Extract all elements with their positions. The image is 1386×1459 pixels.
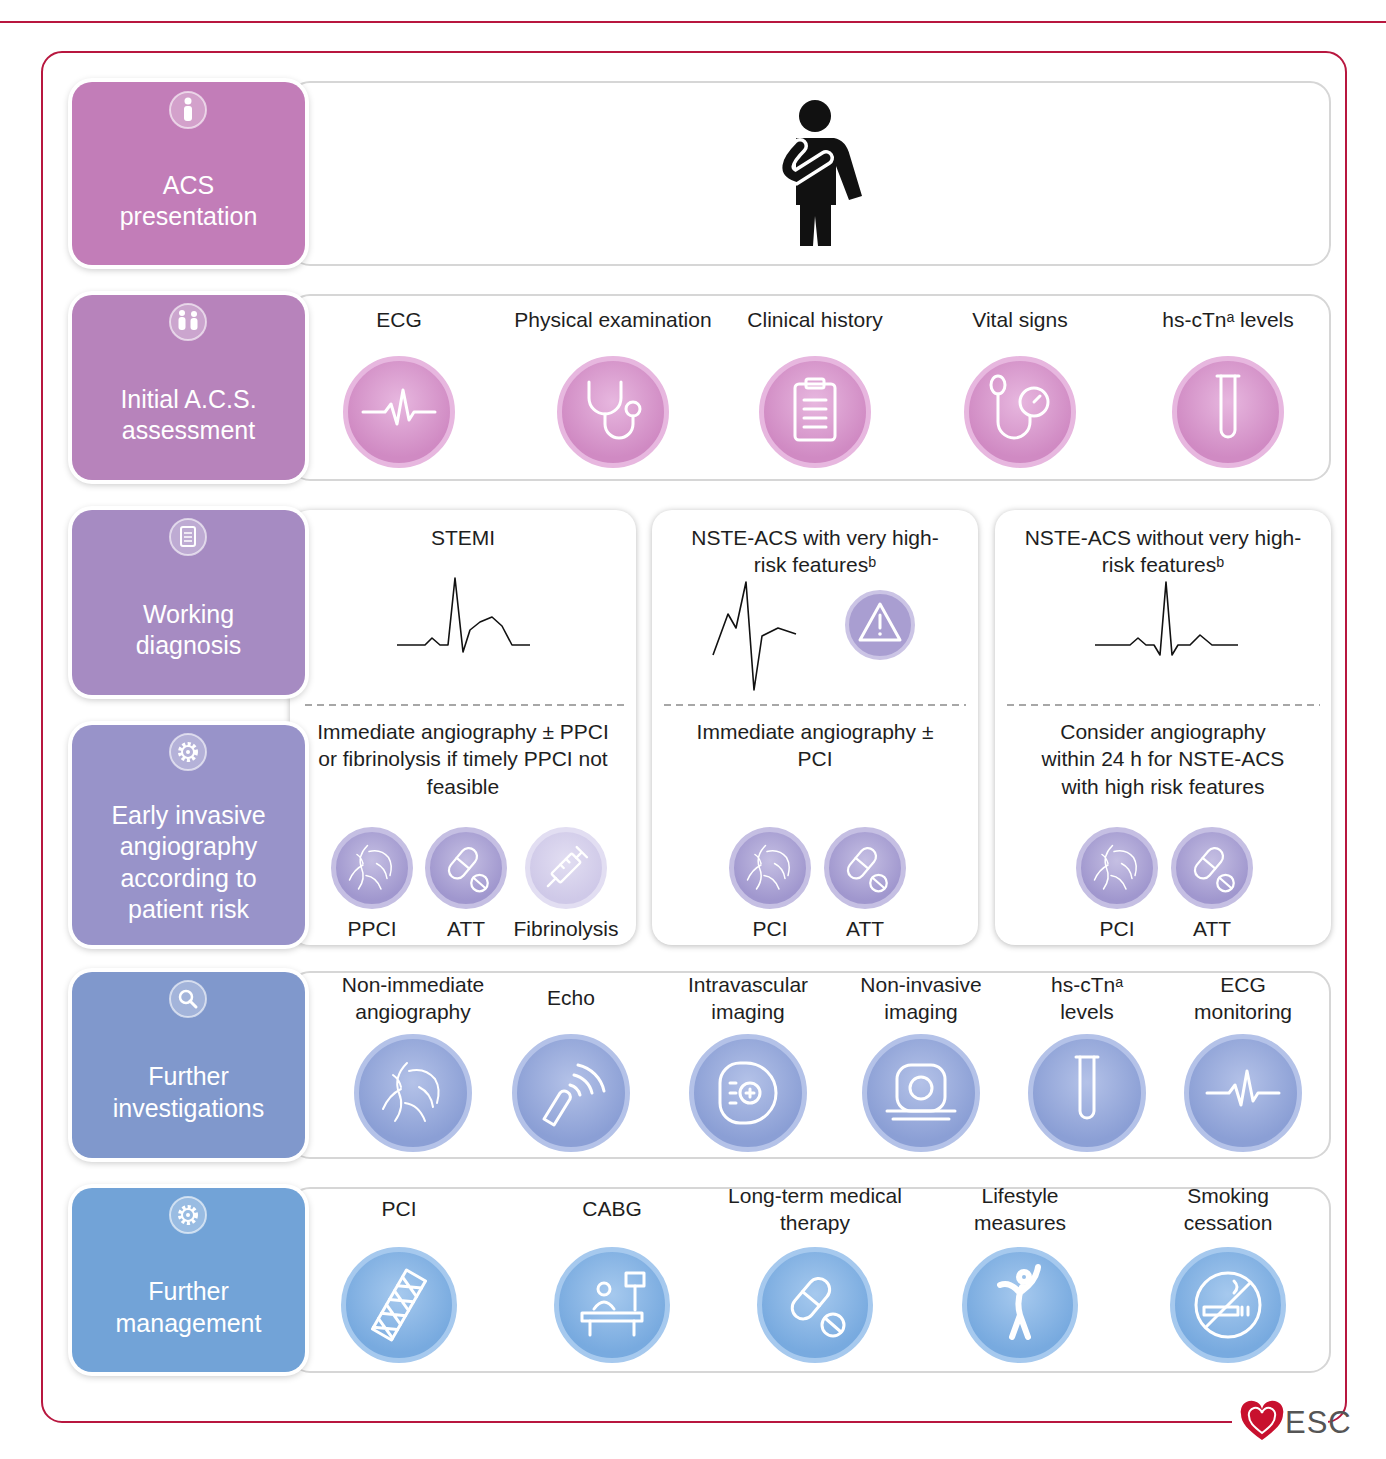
row-panel xyxy=(290,295,1330,480)
strategy-text: Immediate angiography ± PCI xyxy=(695,718,935,773)
assessment-circle: Clinical history xyxy=(759,356,871,468)
investigation-circle: ECG monitoring xyxy=(1184,1034,1302,1152)
row-label-text: Early invasive angiography according to … xyxy=(94,800,284,925)
item-label: Non-immediate angiography xyxy=(328,970,498,1026)
treatment-circle: PCI xyxy=(729,827,811,909)
outer-frame xyxy=(42,52,1346,1422)
management-circle: Smoking cessation xyxy=(1170,1247,1286,1363)
row-label-text: Further management xyxy=(94,1276,284,1339)
pathway-panel: STEMI Immediate angiography ± PPCI or fib… xyxy=(290,510,636,945)
row-panel xyxy=(290,82,1330,265)
item-label: PCI xyxy=(359,1181,439,1237)
assessment-circle: hs-cTnᵃ levels xyxy=(1172,356,1284,468)
item-label: Lifestyle measures xyxy=(965,1181,1075,1237)
item-label: PCI xyxy=(1057,915,1177,943)
item-label: hs-cTnᵃ levels xyxy=(1047,970,1127,1026)
investigation-circle: Non-invasive imaging xyxy=(862,1034,980,1152)
treatment-circle: ATT xyxy=(824,827,906,909)
patient-figure xyxy=(787,100,862,246)
row-label: Further investigations xyxy=(72,972,305,1158)
strategy-text: Consider angiography within 24 h for NST… xyxy=(1032,718,1294,800)
treatment-circle: ATT xyxy=(1171,827,1253,909)
item-label: hs-cTnᵃ levels xyxy=(1148,300,1308,340)
row-label: Working diagnosis xyxy=(72,510,305,695)
logo-heart xyxy=(1241,1401,1284,1440)
investigation-circle: Echo xyxy=(512,1034,630,1152)
item-label: ECG monitoring xyxy=(1183,970,1303,1026)
strategy-text: Immediate angiography ± PPCI or fibrinol… xyxy=(311,718,616,800)
pathway-panel: NSTE-ACS with very high-risk featuresᵇIm… xyxy=(652,510,978,945)
row-label-text: Working diagnosis xyxy=(104,599,274,662)
investigation-circle: Non-immediate angiography xyxy=(354,1034,472,1152)
assessment-circle: Vital signs xyxy=(964,356,1076,468)
diagnosis-heading: NSTE-ACS without very high-risk features… xyxy=(1013,524,1313,579)
treatment-circle: ATT xyxy=(425,827,507,909)
row-label-text: ACS presentation xyxy=(99,170,279,233)
header-rule xyxy=(0,21,1386,23)
treatment-circle: PCI xyxy=(1076,827,1158,909)
item-label: CABG xyxy=(572,1181,652,1237)
investigation-circle: Intravascular imaging xyxy=(689,1034,807,1152)
row-label: Early invasive angiography according to … xyxy=(72,725,305,945)
management-circle: PCI xyxy=(341,1247,457,1363)
item-label: Clinical history xyxy=(715,300,915,340)
item-label: PPCI xyxy=(312,915,432,943)
item-label: ATT xyxy=(1152,915,1272,943)
item-label: ATT xyxy=(805,915,925,943)
treatment-circle: Fibrinolysis xyxy=(525,827,607,909)
management-circle: Long-term medical therapy xyxy=(757,1247,873,1363)
item-label: Smoking cessation xyxy=(1173,1181,1283,1237)
assessment-circle: ECG xyxy=(343,356,455,468)
diagnosis-heading: STEMI xyxy=(313,524,613,551)
item-label: ATT xyxy=(406,915,526,943)
row-label: ACS presentation xyxy=(72,82,305,265)
item-label: PCI xyxy=(710,915,830,943)
logo-text: ESC xyxy=(1285,1405,1352,1441)
management-circle: Lifestyle measures xyxy=(962,1247,1078,1363)
management-circle: CABG xyxy=(554,1247,670,1363)
row-label: Initial A.C.S. assessment xyxy=(72,295,305,480)
assessment-circle: Physical examination xyxy=(557,356,669,468)
item-label: Physical examination xyxy=(493,300,733,340)
row-panel xyxy=(290,972,1330,1158)
diagnosis-heading: NSTE-ACS with very high-risk featuresᵇ xyxy=(685,524,945,579)
investigation-circle: hs-cTnᵃ levels xyxy=(1028,1034,1146,1152)
pathway-panel: NSTE-ACS without very high-risk features… xyxy=(995,510,1331,945)
row-label-text: Initial A.C.S. assessment xyxy=(94,384,284,447)
item-label: Vital signs xyxy=(940,300,1100,340)
treatment-circle: PPCI xyxy=(331,827,413,909)
item-label: Intravascular imaging xyxy=(673,970,823,1026)
item-label: Non-invasive imaging xyxy=(851,970,991,1026)
item-label: Fibrinolysis xyxy=(501,915,631,943)
item-label: ECG xyxy=(349,300,449,340)
item-label: Long-term medical therapy xyxy=(720,1181,910,1237)
item-label: Echo xyxy=(521,970,621,1026)
row-label: Further management xyxy=(72,1188,305,1372)
row-label-text: Further investigations xyxy=(94,1061,284,1124)
